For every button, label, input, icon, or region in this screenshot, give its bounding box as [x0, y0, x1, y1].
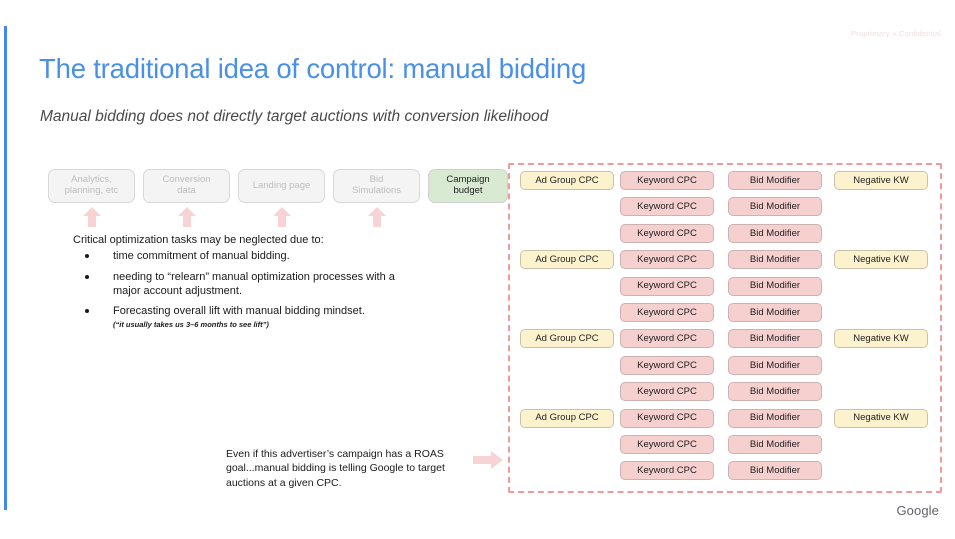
bid-modifier-cell-label: Bid Modifier — [749, 412, 801, 424]
bullet-item: time commitment of manual bidding. — [85, 250, 425, 264]
keyword-cpc-cell-8[interactable]: Keyword CPC — [620, 355, 714, 375]
negative-kw-cell-label: Negative KW — [853, 333, 909, 345]
confidential-label: Proprietary + Confidential — [850, 29, 941, 38]
keyword-cpc-cell-7[interactable]: Keyword CPC — [620, 329, 714, 349]
keyword-cpc-cell-10[interactable]: Keyword CPC — [620, 408, 714, 428]
bid-modifier-cell-label: Bid Modifier — [749, 385, 801, 397]
bid-modifier-cell-5[interactable]: Bid Modifier — [728, 276, 822, 296]
negative-kw-cell-10[interactable]: Negative KW — [834, 408, 928, 428]
keyword-cpc-cell-label: Keyword CPC — [637, 359, 697, 371]
keyword-cpc-cell-label: Keyword CPC — [637, 306, 697, 318]
negative-kw-cell-7[interactable]: Negative KW — [834, 329, 928, 349]
keyword-cpc-cell-label: Keyword CPC — [637, 438, 697, 450]
bid-modifier-cell-label: Bid Modifier — [749, 280, 801, 292]
bid-modifier-cell-7[interactable]: Bid Modifier — [728, 329, 822, 349]
input-chip-label: Landing page — [252, 179, 311, 191]
body-lead-text: Critical optimization tasks may be negle… — [73, 234, 324, 246]
keyword-cpc-cell-label: Keyword CPC — [637, 227, 697, 239]
up-arrow-icon — [367, 207, 386, 227]
bid-modifier-cell-11[interactable]: Bid Modifier — [728, 435, 822, 454]
ad-group-cpc-cell-7[interactable]: Ad Group CPC — [520, 329, 614, 349]
bullet-dot-icon — [85, 309, 89, 314]
keyword-cpc-cell-1[interactable]: Keyword CPC — [620, 171, 714, 190]
bid-modifier-cell-label: Bid Modifier — [749, 359, 801, 371]
bullet-dot-icon — [85, 274, 89, 279]
keyword-cpc-cell-5[interactable]: Keyword CPC — [620, 276, 714, 296]
keyword-cpc-cell-6[interactable]: Keyword CPC — [620, 303, 714, 322]
keyword-cpc-cell-9[interactable]: Keyword CPC — [620, 382, 714, 402]
keyword-cpc-cell-label: Keyword CPC — [637, 174, 697, 186]
negative-kw-cell-label: Negative KW — [853, 174, 909, 186]
right-arrow-icon — [473, 451, 503, 469]
bullet-item: needing to “relearn” manual optimization… — [85, 271, 425, 299]
bid-modifier-cell-10[interactable]: Bid Modifier — [728, 408, 822, 428]
negative-kw-cell-4[interactable]: Negative KW — [834, 250, 928, 270]
bid-modifier-cell-9[interactable]: Bid Modifier — [728, 382, 822, 402]
ad-group-cpc-cell-4[interactable]: Ad Group CPC — [520, 250, 614, 270]
ad-group-cpc-cell-label: Ad Group CPC — [535, 253, 599, 265]
left-accent-bar — [4, 26, 7, 510]
caption-text: Even if this advertiser’s campaign has a… — [226, 447, 456, 490]
bid-modifier-cell-8[interactable]: Bid Modifier — [728, 355, 822, 375]
bid-modifier-cell-6[interactable]: Bid Modifier — [728, 303, 822, 322]
bid-modifier-cell-label: Bid Modifier — [749, 438, 801, 450]
bullet-list: time commitment of manual bidding. needin… — [85, 250, 425, 336]
bullet-text: needing to “relearn” manual optimization… — [113, 270, 395, 297]
bid-modifier-cell-label: Bid Modifier — [749, 174, 801, 186]
up-arrow-icon — [272, 207, 291, 227]
ad-group-cpc-cell-label: Ad Group CPC — [535, 174, 599, 186]
bid-modifier-cell-label: Bid Modifier — [749, 227, 801, 239]
bullet-item: Forecasting overall lift with manual bid… — [85, 305, 425, 329]
negative-kw-cell-label: Negative KW — [853, 412, 909, 424]
slide-subtitle: Manual bidding does not directly target … — [40, 108, 549, 125]
keyword-cpc-cell-label: Keyword CPC — [637, 253, 697, 265]
bullet-dot-icon — [85, 254, 89, 258]
bid-modifier-cell-1[interactable]: Bid Modifier — [728, 171, 822, 190]
input-chip-1[interactable]: Analytics,planning, etc — [48, 169, 135, 203]
ad-group-cpc-cell-1[interactable]: Ad Group CPC — [520, 171, 614, 190]
keyword-cpc-cell-11[interactable]: Keyword CPC — [620, 435, 714, 454]
keyword-cpc-cell-2[interactable]: Keyword CPC — [620, 197, 714, 217]
keyword-cpc-cell-3[interactable]: Keyword CPC — [620, 223, 714, 243]
up-arrow-icon — [177, 207, 196, 227]
bullet-subnote: (“it usually takes us 3–6 months to see … — [113, 320, 269, 329]
bid-modifier-cell-label: Bid Modifier — [749, 333, 801, 345]
bullet-text: Forecasting overall lift with manual bid… — [113, 305, 365, 318]
keyword-cpc-cell-label: Keyword CPC — [637, 385, 697, 397]
bid-modifier-cell-label: Bid Modifier — [749, 465, 801, 477]
slide-title: The traditional idea of control: manual … — [39, 53, 587, 84]
negative-kw-cell-1[interactable]: Negative KW — [834, 171, 928, 190]
caption-label: Even if this advertiser’s campaign has a… — [226, 448, 445, 489]
bid-modifier-cell-4[interactable]: Bid Modifier — [728, 250, 822, 270]
ad-group-cpc-cell-label: Ad Group CPC — [535, 333, 599, 345]
google-logo: Google — [896, 503, 939, 518]
keyword-cpc-cell-label: Keyword CPC — [637, 412, 697, 424]
bullet-text: time commitment of manual bidding. — [113, 250, 290, 262]
ad-group-cpc-cell-label: Ad Group CPC — [535, 412, 599, 424]
negative-kw-cell-label: Negative KW — [853, 253, 909, 265]
keyword-cpc-cell-label: Keyword CPC — [637, 280, 697, 292]
keyword-cpc-cell-label: Keyword CPC — [637, 201, 697, 213]
keyword-cpc-cell-label: Keyword CPC — [637, 465, 697, 477]
up-arrow-icon — [82, 207, 101, 227]
input-chip-label: Analytics,planning, etc — [64, 174, 119, 196]
bid-modifier-cell-label: Bid Modifier — [749, 201, 801, 213]
ad-group-cpc-cell-10[interactable]: Ad Group CPC — [520, 408, 614, 428]
bid-modifier-cell-2[interactable]: Bid Modifier — [728, 197, 822, 217]
bid-modifier-cell-3[interactable]: Bid Modifier — [728, 223, 822, 243]
keyword-cpc-cell-label: Keyword CPC — [637, 333, 697, 345]
bid-modifier-cell-12[interactable]: Bid Modifier — [728, 461, 822, 481]
bid-modifier-cell-label: Bid Modifier — [749, 306, 801, 318]
bid-modifier-cell-label: Bid Modifier — [749, 253, 801, 265]
input-chip-3[interactable]: Landing page — [238, 169, 325, 203]
keyword-cpc-cell-4[interactable]: Keyword CPC — [620, 250, 714, 270]
keyword-cpc-cell-12[interactable]: Keyword CPC — [620, 461, 714, 481]
